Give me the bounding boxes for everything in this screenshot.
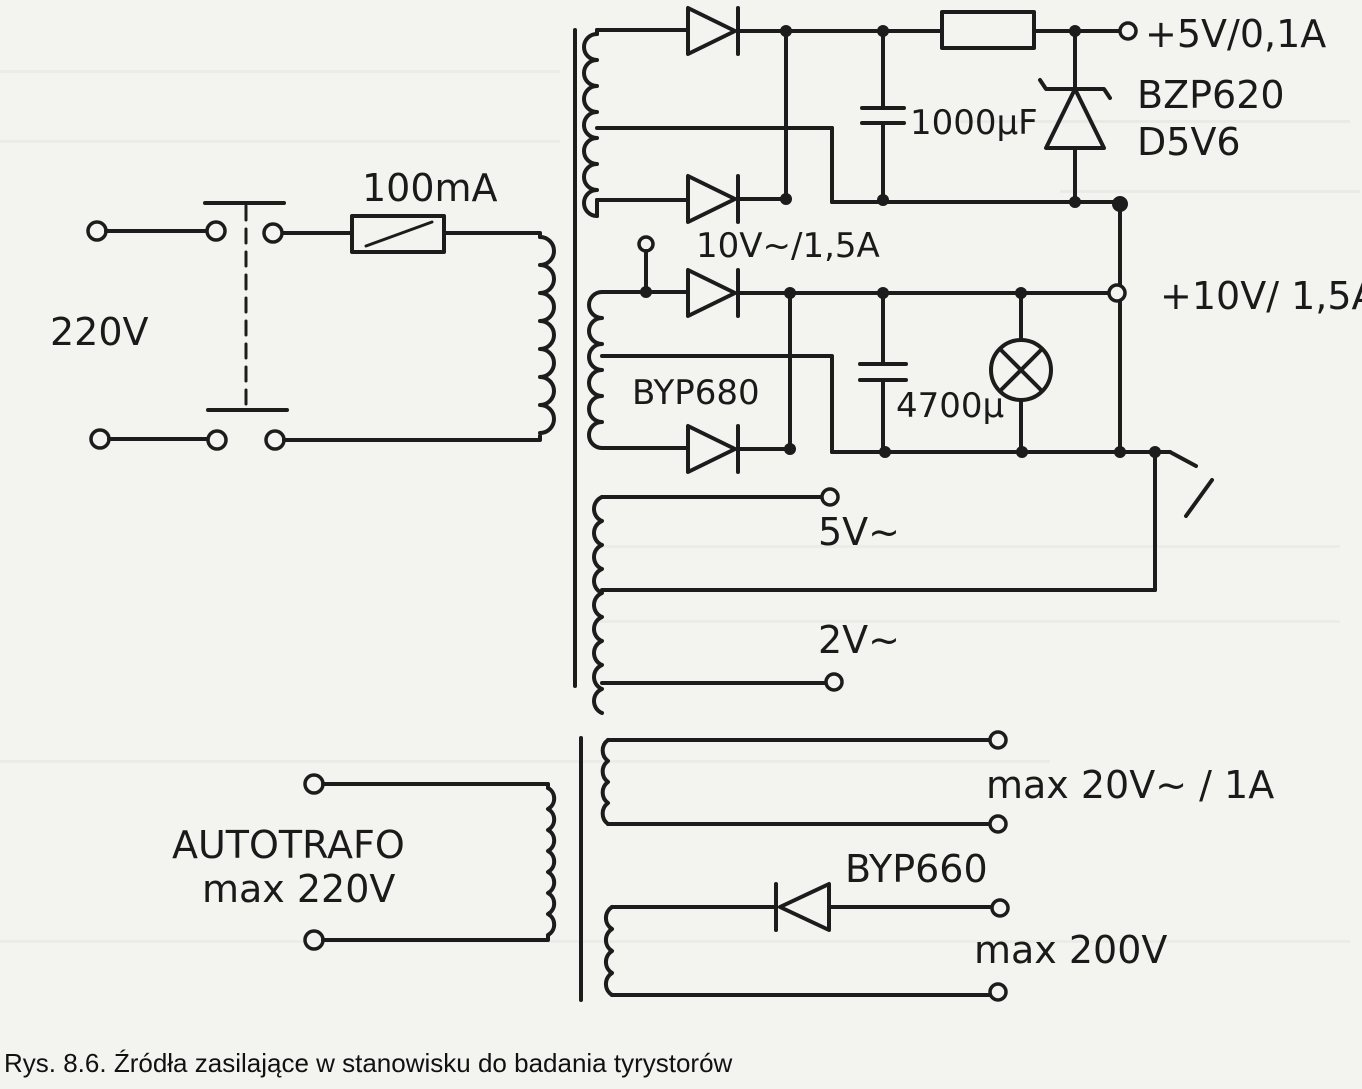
terminal-5v-ac bbox=[820, 487, 840, 507]
autotrafo-label-2: max 220V bbox=[202, 867, 395, 911]
terminal-200v-a bbox=[990, 898, 1010, 918]
terminal-10v-dc bbox=[1107, 283, 1127, 303]
mains-terminal-bottom bbox=[89, 428, 111, 450]
out-5v-dc-label: +5V/0,1A bbox=[1145, 12, 1326, 56]
zener-name: BZP620 bbox=[1137, 73, 1285, 117]
out-10v-dc-label: +10V/ 1,5A bbox=[1160, 274, 1362, 318]
mains-input: 100mA 220V bbox=[50, 166, 542, 451]
out-20v-label: max 20V~ / 1A bbox=[986, 763, 1274, 807]
terminal-20v-a bbox=[988, 730, 1008, 750]
fuse-label: 100mA bbox=[362, 166, 498, 210]
autotrafo-section: AUTOTRAFO max 220V max 20V~ / 1A BYP660 … bbox=[172, 730, 1274, 1002]
mains-terminal-top bbox=[86, 220, 108, 242]
5v-section: 1000µF BZP620 D5V6 +5V/0,1A bbox=[582, 6, 1326, 224]
hv-diode-label: BYP660 bbox=[845, 847, 988, 891]
autotrafo-label-1: AUTOTRAFO bbox=[172, 823, 405, 867]
power-supply-schematic: 100mA 220V 1000µ bbox=[0, 0, 1362, 1040]
figure-caption: Rys. 8.6. Źródła zasilające w stanowisku… bbox=[4, 1048, 733, 1078]
transformer-primary bbox=[538, 235, 556, 435]
terminal-2v-ac bbox=[824, 672, 844, 692]
out-2v-ac-label: 2V~ bbox=[818, 618, 900, 662]
mains-label: 220V bbox=[50, 310, 149, 354]
out-200v-label: max 200V bbox=[974, 928, 1167, 972]
ac-low-section: 5V~ 2V~ bbox=[592, 487, 1157, 715]
terminal-200v-b bbox=[988, 982, 1008, 1002]
winding-10v-label: 10V~/1,5A bbox=[696, 226, 880, 266]
out-5v-ac-label: 5V~ bbox=[818, 510, 900, 554]
terminal-20v-b bbox=[988, 814, 1008, 834]
autotrafo-terminal-bottom bbox=[303, 929, 325, 951]
zener-code: D5V6 bbox=[1137, 120, 1241, 164]
terminal-5v-dc bbox=[1118, 21, 1138, 41]
autotrafo-terminal-top bbox=[303, 773, 325, 795]
cap1-label: 1000µF bbox=[910, 103, 1038, 143]
paper-texture bbox=[0, 0, 1362, 1040]
cap2-label: 4700µ bbox=[896, 386, 1004, 426]
bridge-diodes-label: BYP680 bbox=[632, 373, 760, 413]
10v-section: 10V~/1,5A BYP680 4700µ bbox=[587, 202, 1362, 592]
